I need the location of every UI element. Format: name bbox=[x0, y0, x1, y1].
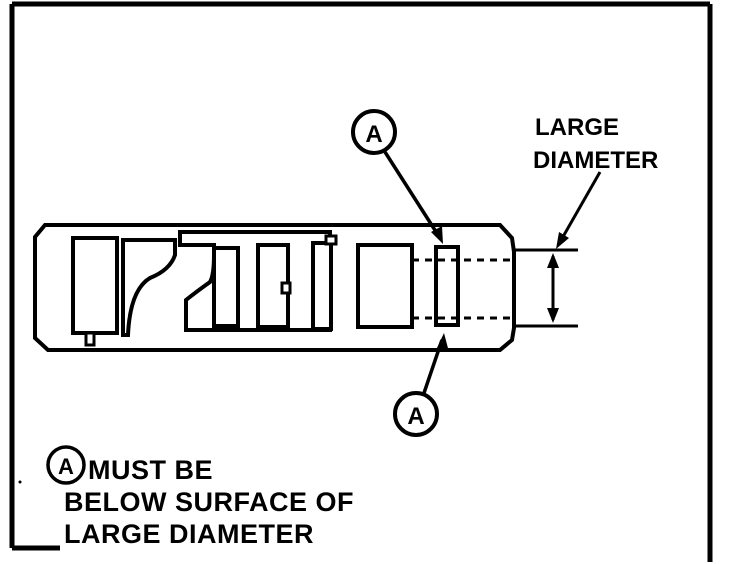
large-diameter-leader bbox=[558, 171, 602, 243]
border bbox=[9, 1, 713, 562]
large-diameter-label-line1: LARGE bbox=[535, 114, 619, 141]
dimension-arrowheads bbox=[547, 253, 559, 323]
large-diameter-leader-arrow bbox=[556, 232, 569, 249]
callout-letter-top: A bbox=[365, 121, 382, 148]
note-line2: BELOW SURFACE OF bbox=[64, 487, 354, 517]
note-line3: LARGE DIAMETER bbox=[64, 519, 314, 549]
note-callout-circle bbox=[46, 445, 86, 485]
callout-circle-top bbox=[351, 109, 397, 155]
stray-dot bbox=[18, 480, 22, 484]
note-line1: MUST BE bbox=[88, 455, 213, 485]
large-diameter-label-line2: DIAMETER bbox=[533, 147, 658, 174]
callout-leader-top bbox=[383, 151, 442, 239]
callout-arrow-bottom bbox=[436, 333, 449, 352]
large-diameter-dimension bbox=[512, 248, 578, 328]
notch-details bbox=[84, 234, 338, 347]
dashed-guides bbox=[412, 258, 510, 320]
callout-circle-bottom bbox=[393, 391, 439, 437]
valve-lands bbox=[212, 241, 460, 331]
note-callout-letter: A bbox=[58, 454, 74, 479]
callout-arrow-top bbox=[431, 226, 443, 244]
callout-letter-bottom: A bbox=[407, 403, 424, 430]
